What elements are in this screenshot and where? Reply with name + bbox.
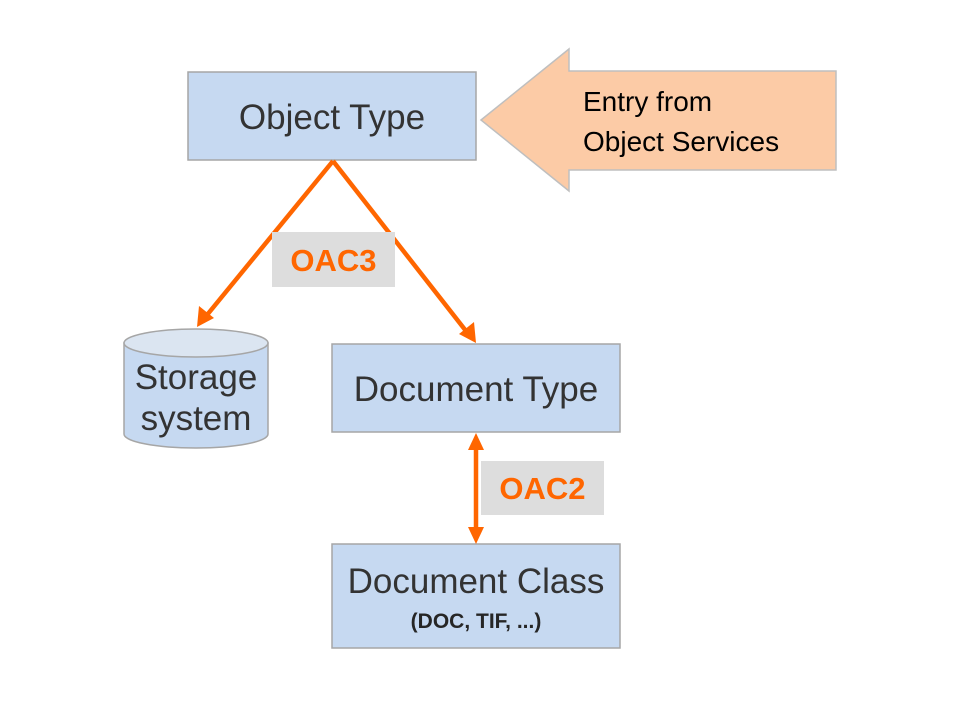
arrow-head-up-icon [468,433,484,450]
object-type-label: Object Type [239,98,425,137]
node-document-class: Document Class (DOC, TIF, ...) [331,543,621,649]
arrow-head-document-type-icon [459,322,476,343]
storage-cylinder-top [123,328,269,358]
entry-label-line1: Entry from [583,86,712,117]
document-class-sublabel: (DOC, TIF, ...) [411,610,542,633]
edge-object-type-to-document-type [331,159,476,343]
tag-oac2: OAC2 [481,461,604,515]
node-storage-system: Storage system [123,328,269,449]
entry-label-line2: Object Services [583,126,779,157]
oac3-tag-box [272,232,395,287]
entry-from-object-services: Entry from Object Services [479,47,837,193]
oac3-tag-label: OAC3 [290,243,376,278]
document-type-label: Document Type [354,370,599,409]
storage-system-label-line2: system [141,399,252,438]
document-class-box [331,543,621,649]
left-block-arrow-icon [479,47,837,193]
oac2-tag-label: OAC2 [499,471,585,506]
document-class-label: Document Class [348,562,605,601]
arrow-head-storage-icon [197,306,214,327]
object-type-box [187,71,477,161]
node-document-type: Document Type [331,343,621,433]
edge-document-type-to-document-class [468,433,484,544]
edge-object-type-to-storage [197,159,335,327]
arrow-head-down-icon [468,527,484,544]
tag-oac3: OAC3 [272,232,395,287]
document-type-box [331,343,621,433]
storage-system-label-line1: Storage [135,358,258,397]
oac2-tag-box [481,461,604,515]
edge-line-to-storage [205,159,335,317]
node-object-type: Object Type [187,71,477,161]
edge-line-to-document-type [331,159,468,333]
storage-cylinder-body [123,342,269,449]
